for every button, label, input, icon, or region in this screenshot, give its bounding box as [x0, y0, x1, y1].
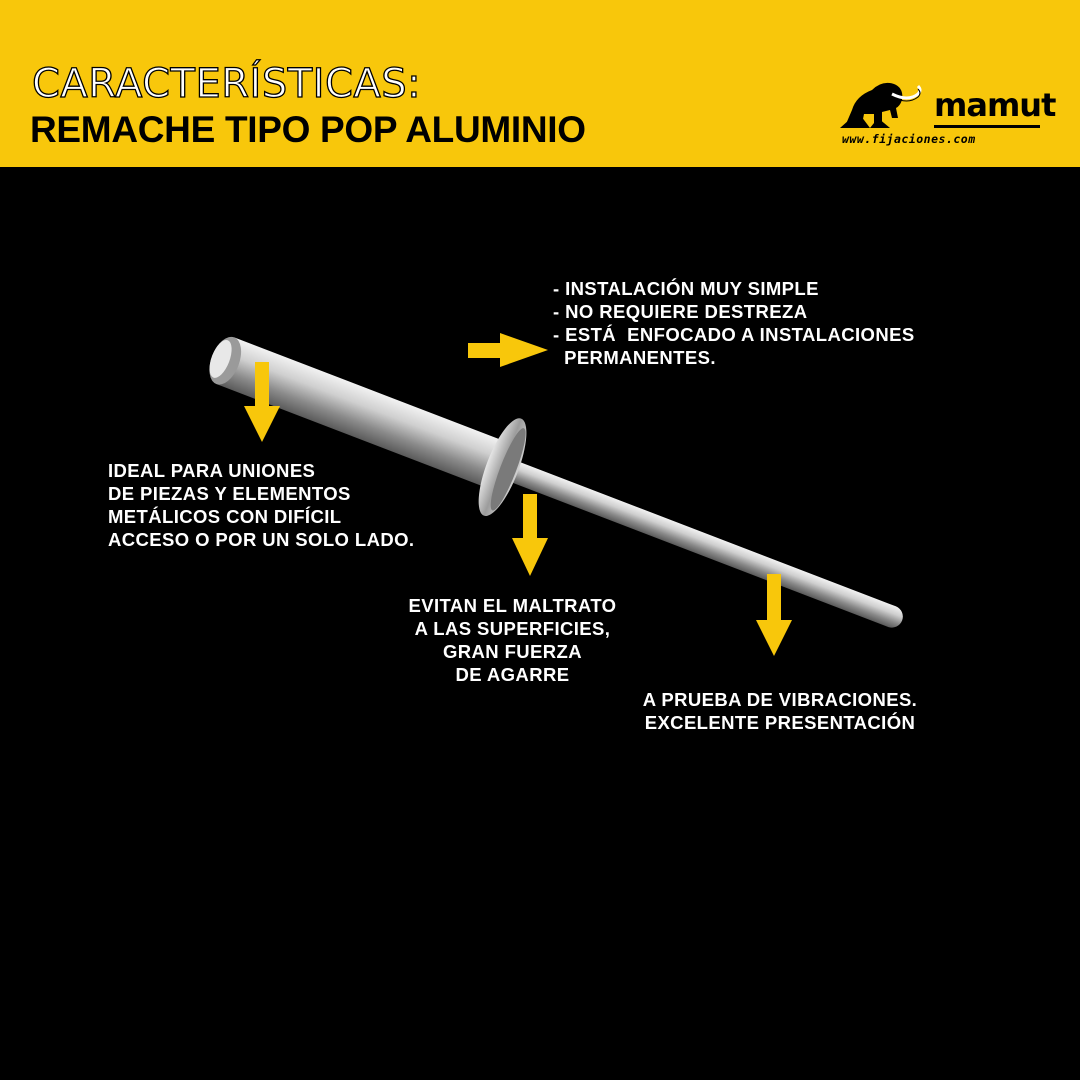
callout-vibration: A PRUEBA DE VIBRACIONES. EXCELENTE PRESE…: [620, 688, 940, 734]
arrow-down-icon: [756, 574, 792, 656]
callout-surfaces: EVITAN EL MALTRATO A LAS SUPERFICIES, GR…: [385, 594, 640, 686]
logo-underline: [934, 125, 1040, 128]
callout-line: IDEAL PARA UNIONES: [108, 460, 316, 481]
callout-installation: - INSTALACIÓN MUY SIMPLE - NO REQUIERE D…: [553, 277, 915, 369]
callout-line: EXCELENTE PRESENTACIÓN: [644, 712, 916, 733]
callout-line: - NO REQUIERE DESTREZA: [553, 301, 808, 322]
callout-line: GRAN FUERZA: [442, 641, 583, 662]
callout-unions: IDEAL PARA UNIONES DE PIEZAS Y ELEMENTOS…: [108, 459, 414, 551]
rivet-mandrel: [490, 455, 903, 628]
mammoth-icon: [840, 82, 922, 128]
arrow-group: [244, 333, 792, 656]
callout-line: A LAS SUPERFICIES,: [414, 618, 611, 639]
callout-line: DE PIEZAS Y ELEMENTOS: [108, 483, 351, 504]
arrow-right-icon: [468, 333, 548, 367]
brand-url: www.fijaciones.com: [842, 132, 976, 146]
callout-line: A PRUEBA DE VIBRACIONES.: [642, 689, 918, 710]
callout-line: DE AGARRE: [455, 664, 570, 685]
callout-line: - ESTÁ ENFOCADO A INSTALACIONES: [553, 324, 915, 345]
callout-line: EVITAN EL MALTRATO: [408, 595, 617, 616]
callout-line: PERMANENTES.: [553, 347, 716, 368]
brand-logo[interactable]: mamut www.fijaciones.com: [838, 72, 1056, 152]
header-title-line1: CARACTERÍSTICAS:: [31, 61, 422, 107]
header-banner: CARACTERÍSTICAS: REMACHE TIPO POP ALUMIN…: [0, 0, 1080, 167]
callout-line: ACCESO O POR UN SOLO LADO.: [108, 529, 415, 550]
rivet-body: [216, 337, 515, 492]
callout-line: METÁLICOS CON DIFÍCIL: [108, 506, 342, 527]
arrow-down-icon: [244, 362, 280, 442]
callout-line: - INSTALACIÓN MUY SIMPLE: [553, 278, 819, 299]
arrow-down-icon: [512, 494, 548, 576]
brand-name: mamut: [934, 86, 1056, 124]
header-title-line2: REMACHE TIPO POP ALUMINIO: [30, 109, 586, 150]
